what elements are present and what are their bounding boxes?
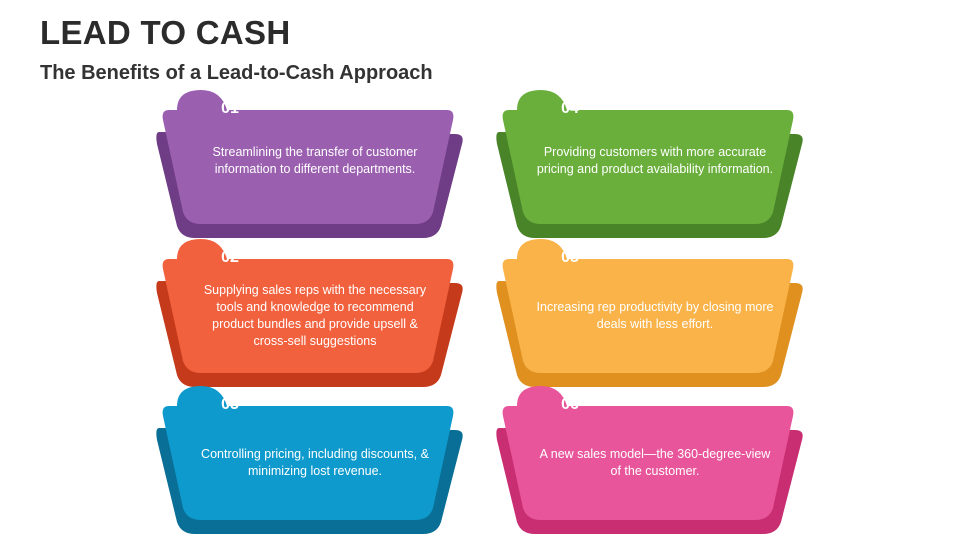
benefit-card-01: 01 Streamlining the transfer of customer… — [155, 88, 475, 248]
step-text: Increasing rep productivity by closing m… — [536, 300, 774, 331]
card-body — [162, 239, 454, 373]
page-title: LEAD TO CASH — [40, 14, 291, 51]
card-shape — [156, 90, 463, 238]
step-number: 06 — [561, 396, 579, 413]
card-body — [162, 386, 454, 520]
card-body — [502, 239, 794, 373]
card-body — [162, 90, 454, 224]
card-shape — [156, 239, 463, 387]
step-number: 01 — [221, 100, 239, 117]
step-number: 05 — [561, 249, 579, 266]
card-shape — [156, 386, 463, 534]
card-body — [502, 90, 794, 224]
card-shape — [496, 90, 803, 238]
benefit-card-06: 06 A new sales model—the 360-degree-view… — [495, 384, 815, 544]
step-number: 03 — [221, 396, 239, 413]
step-number: 02 — [221, 249, 239, 266]
step-text: Supplying sales reps with the necessary … — [203, 283, 427, 348]
benefit-card-03: 03 Controlling pricing, including discou… — [155, 384, 475, 544]
card-body — [502, 386, 794, 520]
benefit-card-04: 04 Providing customers with more accurat… — [495, 88, 815, 248]
benefit-card-05: 05 Increasing rep productivity by closin… — [495, 237, 815, 397]
step-text: Controlling pricing, including discounts… — [201, 447, 429, 478]
step-text: Streamlining the transfer of customer in… — [212, 145, 418, 176]
benefit-card-02: 02 Supplying sales reps with the necessa… — [155, 237, 475, 397]
page-subtitle: The Benefits of a Lead-to-Cash Approach — [40, 62, 433, 84]
card-shape — [496, 239, 803, 387]
step-number: 04 — [561, 100, 579, 117]
card-shape — [496, 386, 803, 534]
step-text: Providing customers with more accurate p… — [536, 145, 774, 176]
step-text: A new sales model—the 360-degree-view of… — [539, 447, 771, 478]
